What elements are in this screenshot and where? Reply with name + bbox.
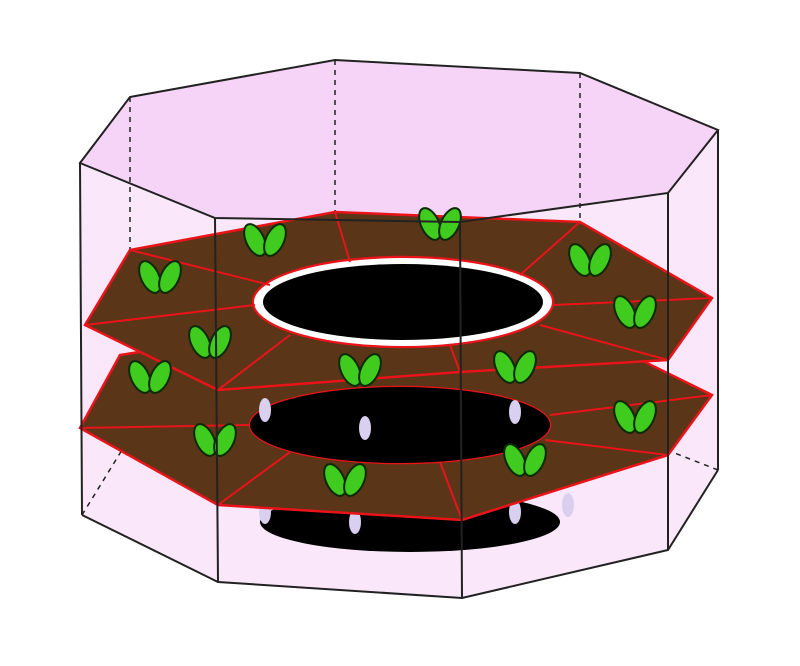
root <box>509 500 521 524</box>
root <box>509 400 521 424</box>
seedling <box>613 400 657 434</box>
hidden-edges <box>81 60 719 516</box>
reservoir-opening <box>263 264 543 340</box>
root <box>259 398 271 422</box>
enclosure-frame <box>78 58 720 600</box>
seedling <box>338 353 382 387</box>
root <box>359 416 371 440</box>
seedling <box>243 223 287 257</box>
seedling <box>503 443 547 477</box>
seedling <box>418 207 462 241</box>
seedling <box>613 295 657 329</box>
enclosure-top <box>80 60 718 222</box>
root <box>349 510 361 534</box>
seedling <box>568 243 612 277</box>
soil-tier-upper <box>83 210 714 392</box>
seedling <box>493 350 537 384</box>
root <box>562 493 574 517</box>
seedling <box>128 360 172 394</box>
seedling <box>138 260 182 294</box>
roots <box>259 398 521 440</box>
seedling <box>188 325 232 359</box>
seedling <box>323 463 367 497</box>
